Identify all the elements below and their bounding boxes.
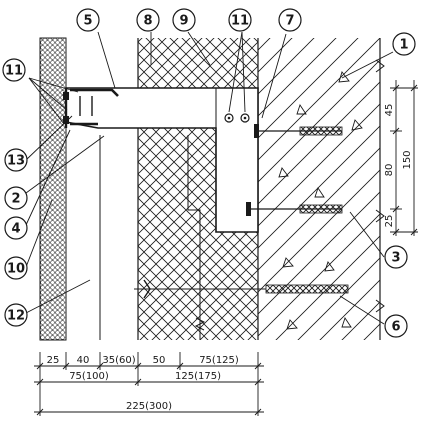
- dimension-labels: 45 80 25 150 25 40 35(60) 50 75(125) 75(100) 125(1…: [47, 104, 413, 412]
- svg-text:11: 11: [5, 64, 23, 79]
- svg-text:10: 10: [7, 262, 25, 277]
- dimension-vertical: [390, 80, 418, 236]
- callout-9: 9: [172, 8, 196, 32]
- dimension-label: 225(300): [126, 401, 172, 412]
- callout-13: 13: [4, 148, 28, 172]
- svg-text:12: 12: [7, 309, 25, 324]
- bracket-bolts: [224, 113, 250, 123]
- callout-3: 3: [384, 245, 408, 269]
- svg-text:4: 4: [11, 222, 20, 237]
- svg-text:11: 11: [231, 14, 249, 29]
- callout-8: 8: [136, 8, 160, 32]
- dimension-label: 40: [77, 355, 90, 366]
- callout-11: 11: [2, 58, 26, 82]
- dimension-label: 75(100): [69, 371, 109, 382]
- dimension-label: 75(125): [199, 355, 239, 366]
- svg-text:8: 8: [143, 14, 152, 29]
- callout-11: 11: [228, 8, 252, 32]
- cladding-panel: [39, 37, 67, 341]
- callout-5: 5: [76, 8, 100, 32]
- dimension-label: 35(60): [102, 355, 135, 366]
- callout-2: 2: [4, 186, 28, 210]
- callout-4: 4: [4, 216, 28, 240]
- callout-1: 1: [392, 32, 416, 56]
- expansion-anchor-upper: [254, 124, 343, 138]
- dimension-label: 25: [47, 355, 60, 366]
- dimension-label: 25: [384, 215, 395, 228]
- leader-lines: [25, 31, 394, 325]
- svg-text:9: 9: [179, 14, 188, 29]
- callout-12: 12: [4, 303, 28, 327]
- callout-7: 7: [278, 8, 302, 32]
- callout-6: 6: [384, 314, 408, 338]
- svg-text:13: 13: [7, 154, 25, 169]
- dimension-label: 125(175): [175, 371, 221, 382]
- panel-clip: [63, 88, 119, 126]
- svg-text:7: 7: [285, 14, 294, 29]
- dimension-horizontal: [34, 352, 264, 416]
- svg-text:1: 1: [399, 38, 408, 53]
- svg-text:2: 2: [11, 192, 20, 207]
- concrete-wall: [258, 38, 385, 340]
- dimension-label: 45: [384, 104, 395, 117]
- callout-10: 10: [4, 256, 28, 280]
- svg-text:3: 3: [391, 251, 400, 266]
- dimension-label: 150: [402, 150, 413, 169]
- svg-text:6: 6: [391, 320, 400, 335]
- svg-text:5: 5: [83, 14, 92, 29]
- insulation-anchor: [134, 279, 349, 299]
- dimension-label: 80: [384, 164, 395, 177]
- expansion-anchor-lower: [246, 202, 343, 216]
- dimension-label: 50: [153, 355, 166, 366]
